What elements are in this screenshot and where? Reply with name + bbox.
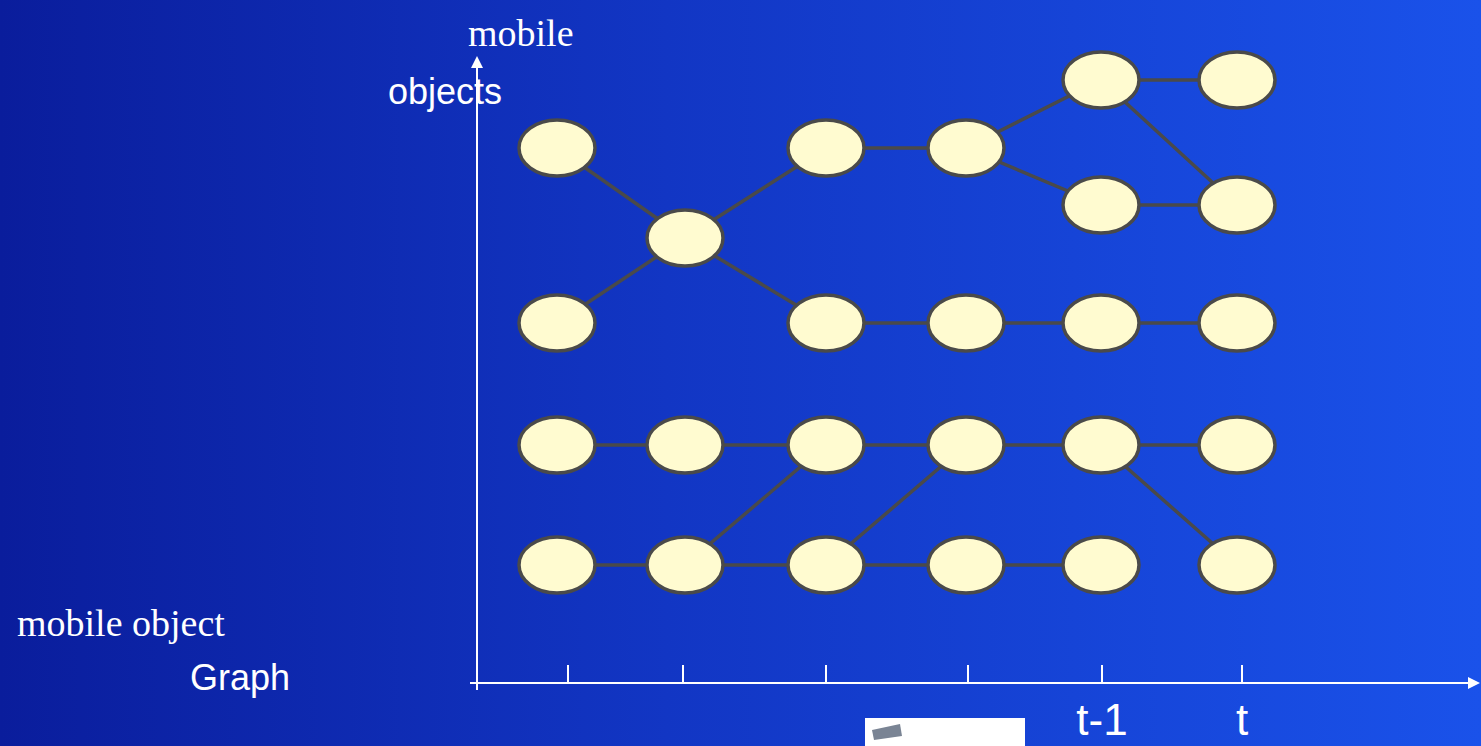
axis-label: mobile [468,14,574,52]
inset-image [865,718,1025,746]
tick-label: t-1 [1076,698,1127,742]
axes [470,58,1478,690]
graph-vertices [519,52,1275,593]
diagram-caption: mobile object [17,604,225,642]
tick-label: t [1236,698,1248,742]
diagram-caption: Graph [190,660,290,696]
axis-label: objects [388,74,502,110]
graph-links [557,80,1237,565]
